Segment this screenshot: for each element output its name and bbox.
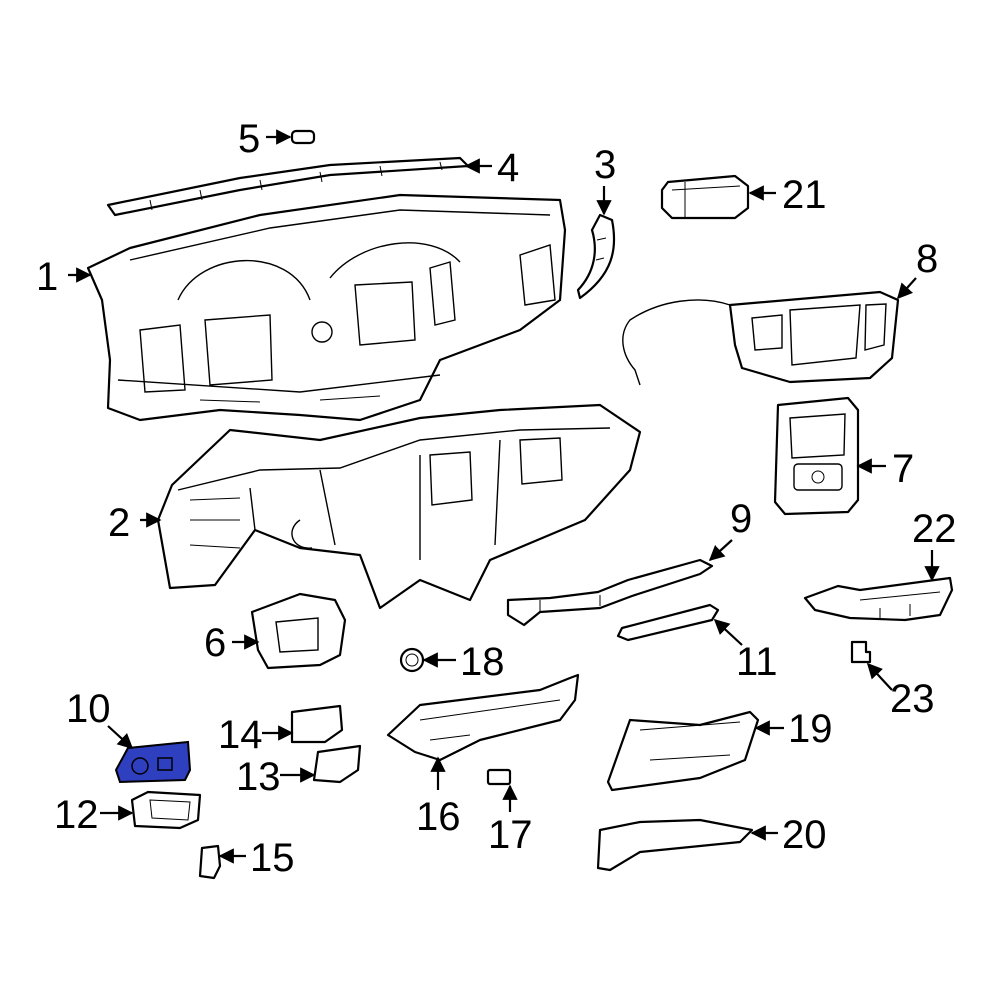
- callout-4: 4: [497, 146, 519, 190]
- part-12-switch-bezel[interactable]: [130, 790, 202, 830]
- part-17-clip[interactable]: [486, 768, 512, 786]
- callout-19: 19: [788, 707, 833, 751]
- callout-16: 16: [416, 795, 461, 839]
- part-11-trim-strip[interactable]: [616, 603, 720, 642]
- part-22-bracket[interactable]: [803, 576, 954, 622]
- part-5-clip[interactable]: [290, 129, 316, 145]
- callout-9: 9: [730, 497, 752, 541]
- part-13-small-cover[interactable]: [312, 744, 362, 784]
- leader-9: [708, 539, 733, 562]
- part-21-airbag-module[interactable]: [660, 174, 750, 220]
- part-6-column-shroud[interactable]: [250, 592, 347, 670]
- leader-10: [107, 725, 134, 750]
- part-2-cross-car-beam[interactable]: [156, 403, 642, 610]
- part-15-connector[interactable]: [198, 844, 222, 880]
- leader-11: [713, 618, 743, 646]
- part-8-center-bezel[interactable]: [622, 290, 900, 386]
- part-3-side-bracket[interactable]: [576, 213, 616, 300]
- callout-11: 11: [736, 640, 778, 684]
- callout-17: 17: [488, 813, 533, 857]
- callout-3: 3: [594, 143, 616, 187]
- part-18-grommet[interactable]: [399, 647, 425, 673]
- callout-22: 22: [912, 507, 957, 551]
- callout-13: 13: [236, 755, 281, 799]
- part-23-fastener[interactable]: [850, 640, 872, 664]
- callout-5: 5: [238, 117, 260, 161]
- leader-8: [896, 277, 917, 300]
- callout-20: 20: [782, 813, 827, 857]
- callout-14: 14: [218, 713, 263, 757]
- callout-6: 6: [204, 621, 226, 665]
- part-1-instrument-panel[interactable]: [86, 193, 567, 422]
- callout-12: 12: [54, 793, 99, 837]
- part-10-headlamp-switch[interactable]: [114, 740, 192, 784]
- part-14-small-bracket[interactable]: [290, 704, 344, 744]
- callout-18: 18: [460, 640, 505, 684]
- callout-21: 21: [782, 173, 827, 217]
- part-16-knee-bolster-bracket[interactable]: [386, 673, 580, 762]
- callout-15: 15: [250, 836, 295, 880]
- callout-7: 7: [892, 447, 914, 491]
- callout-8: 8: [916, 237, 938, 281]
- leader-lines: [68, 129, 940, 864]
- part-7-radio-control-panel[interactable]: [773, 396, 860, 516]
- callout-labels: 1 2 3 4 5 6 7 8 9 10 11 12 13 14 15 16 1…: [36, 117, 957, 880]
- part-20-lower-bracket[interactable]: [596, 818, 754, 872]
- callout-10: 10: [66, 687, 111, 731]
- leader-23: [866, 662, 893, 691]
- callout-1: 1: [36, 255, 58, 299]
- callout-2: 2: [108, 501, 130, 545]
- callout-23: 23: [890, 677, 935, 721]
- part-9-trim-bar[interactable]: [506, 558, 714, 627]
- part-19-glove-box-door[interactable]: [606, 710, 760, 792]
